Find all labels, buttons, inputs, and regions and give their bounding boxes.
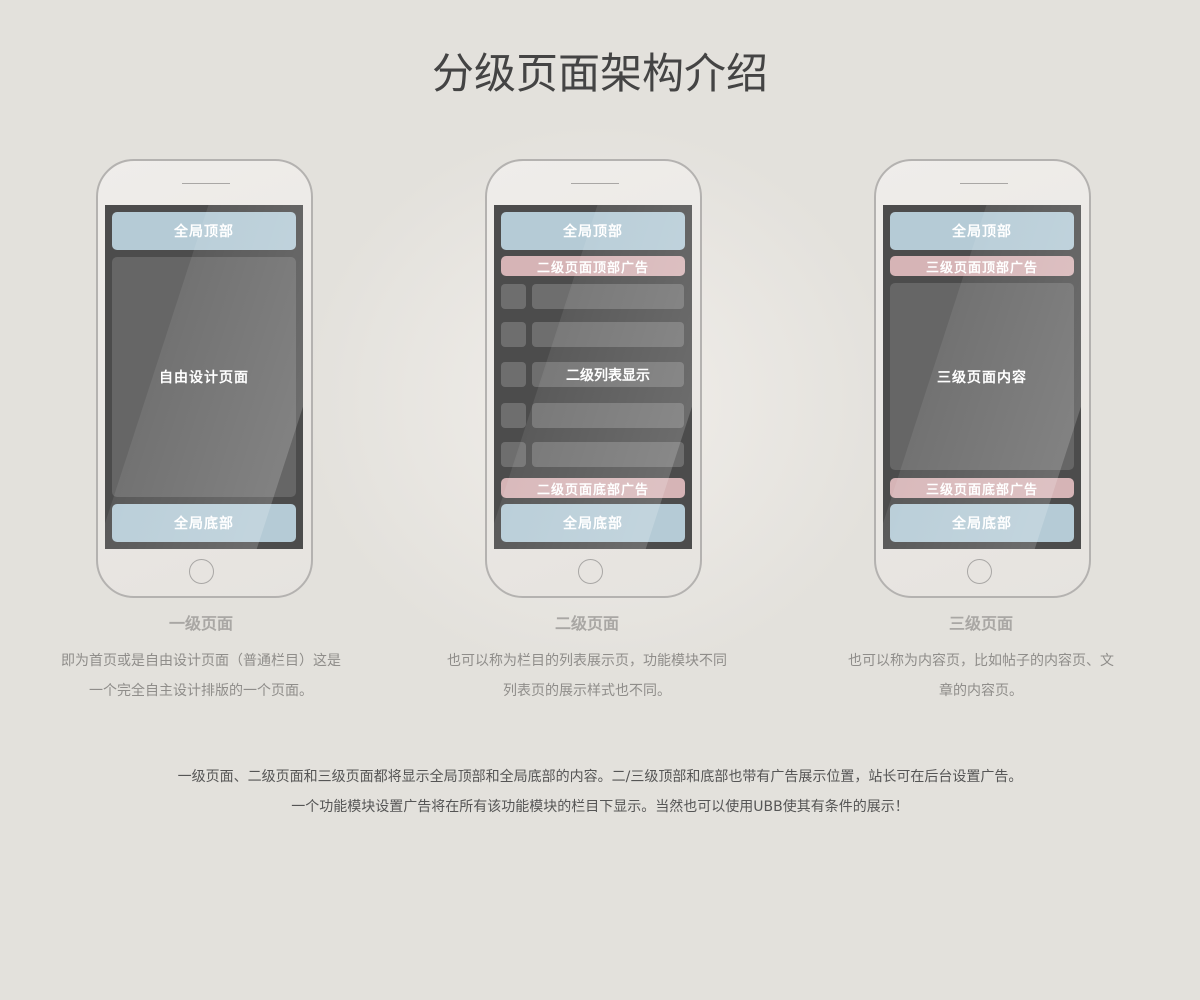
global-bottom-block: 全局底部 (890, 504, 1074, 542)
phone-mockup: 全局顶部 自由设计页面 全局底部 (96, 159, 313, 598)
level-caption: 一级页面 (168, 614, 233, 633)
footer-line: 一级页面、二级页面和三级页面都将显示全局顶部和全局底部的内容。二/三级顶部和底部… (177, 769, 1023, 785)
global-bottom-block: 全局底部 (112, 504, 296, 542)
footer-line: 一个功能模块设置广告将在所有该功能模块的栏目下显示。当然也可以使用UBB使其有条… (291, 799, 909, 815)
speaker-icon (960, 183, 1008, 184)
list-row (532, 322, 684, 347)
home-button-icon (578, 559, 603, 584)
level-caption: 二级页面 (554, 614, 619, 633)
level-description: 也可以称为内容页，比如帖子的内容页、文章的内容页。 (816, 646, 1146, 706)
level-caption: 三级页面 (948, 614, 1013, 633)
desc-line: 即为首页或是自由设计页面（普通栏目）这是 (61, 653, 341, 669)
desc-line: 也可以称为栏目的列表展示页，功能模块不同 (447, 653, 727, 669)
phone-screen: 全局顶部 三级页面顶部广告 三级页面内容 三级页面底部广告 全局底部 (883, 205, 1081, 549)
bottom-ad-block: 三级页面底部广告 (890, 478, 1074, 498)
desc-line: 章的内容页。 (939, 683, 1023, 699)
global-top-block: 全局顶部 (501, 212, 685, 250)
phone-screen: 全局顶部 二级页面顶部广告 二级列表显示 二级页面底部广告 全局底部 (494, 205, 692, 549)
speaker-icon (571, 183, 619, 184)
footer-note: 一级页面、二级页面和三级页面都将显示全局顶部和全局底部的内容。二/三级顶部和底部… (0, 762, 1200, 822)
list-thumb (501, 284, 526, 309)
global-top-block: 全局顶部 (112, 212, 296, 250)
desc-line: 列表页的展示样式也不同。 (503, 683, 671, 699)
top-ad-block: 二级页面顶部广告 (501, 256, 685, 276)
phone-screen: 全局顶部 自由设计页面 全局底部 (105, 205, 303, 549)
global-bottom-block: 全局底部 (501, 504, 685, 542)
bottom-ad-block: 二级页面底部广告 (501, 478, 685, 498)
global-top-block: 全局顶部 (890, 212, 1074, 250)
list-thumb (501, 403, 526, 428)
page-title: 分级页面架构介绍 (431, 49, 768, 98)
desc-line: 一个完全自主设计排版的一个页面。 (89, 683, 313, 699)
home-button-icon (967, 559, 992, 584)
content-block: 三级页面内容 (890, 283, 1074, 470)
list-thumb (501, 442, 526, 467)
desc-line: 也可以称为内容页，比如帖子的内容页、文 (848, 653, 1114, 669)
list-thumb (501, 322, 526, 347)
list-row: 二级列表显示 (532, 362, 684, 387)
top-ad-block: 三级页面顶部广告 (890, 256, 1074, 276)
content-block: 自由设计页面 (112, 257, 296, 497)
list-thumb (501, 362, 526, 387)
list-row (532, 403, 684, 428)
level-description: 也可以称为栏目的列表展示页，功能模块不同列表页的展示样式也不同。 (422, 646, 752, 706)
list-row (532, 442, 684, 467)
list-row (532, 284, 684, 309)
speaker-icon (182, 183, 230, 184)
level-description: 即为首页或是自由设计页面（普通栏目）这是一个完全自主设计排版的一个页面。 (36, 646, 366, 706)
phone-mockup: 全局顶部 三级页面顶部广告 三级页面内容 三级页面底部广告 全局底部 (874, 159, 1091, 598)
home-button-icon (189, 559, 214, 584)
phone-mockup: 全局顶部 二级页面顶部广告 二级列表显示 二级页面底部广告 全局底部 (485, 159, 702, 598)
